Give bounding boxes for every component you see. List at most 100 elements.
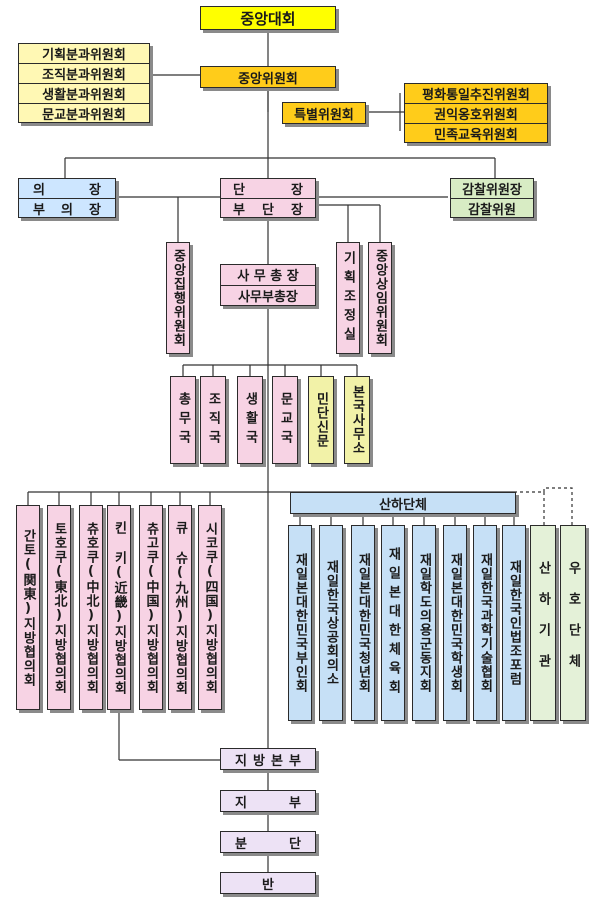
- region-shikoku-box: 시코쿠(四国)지방협의회: [198, 505, 222, 710]
- org-commerce-label: 재일한국상공회의소: [323, 560, 339, 686]
- region-kyushu-box: 큐 슈(九州)지방협의회: [168, 505, 192, 710]
- rights-protection-label: 권익옹호위원회: [434, 107, 518, 123]
- org-women-label: 재일본대한민국부인회: [292, 553, 308, 693]
- vice-leader-row: 부 단 장: [221, 197, 315, 218]
- dept-life-box: 생활국: [237, 376, 263, 464]
- region-kanto-label: 간토(関東)지방협의회: [20, 528, 36, 687]
- dept-hq-office-box: 본국사무소: [344, 376, 370, 464]
- org-youth-label: 재일본대한민국청년회: [355, 553, 371, 693]
- subbranch-box: 분 단: [220, 831, 316, 853]
- dept-organization-box: 조직국: [200, 376, 226, 464]
- planning-office-label: 기획조정실: [340, 250, 356, 346]
- local-hq-char-2: 방: [253, 753, 265, 769]
- special-committee-members: 평화통일추진위원회 권익옹호위원회 민족교육위원회: [404, 83, 548, 143]
- national-education-committee: 민족교육위원회: [405, 122, 547, 143]
- org-legal-label: 재일한국인법조포럼: [506, 560, 522, 686]
- region-tohoku-label: 토호쿠(東北)지방협의회: [51, 521, 67, 694]
- org-women-box: 재일본대한민국부인회: [288, 525, 312, 721]
- vice-chair-char-1: 부: [33, 202, 45, 218]
- life-subcommittee-label: 생활분과위원회: [42, 87, 126, 103]
- vice-leader-char-1: 부: [233, 202, 245, 218]
- central-committee-box: 중앙위원회: [200, 66, 336, 88]
- peace-unification-label: 평화통일추진위원회: [422, 87, 530, 103]
- org-veterans-box: 재일학도의용군동지회: [412, 525, 436, 721]
- dept-hq-office-label: 본국사무소: [349, 385, 365, 455]
- audit-box: 감찰위원장 감찰위원: [450, 178, 534, 218]
- chair-char-1: 의: [33, 182, 45, 198]
- leader-row: 단 장: [221, 179, 315, 198]
- leader-box: 단 장 부 단 장: [220, 178, 316, 218]
- dept-newspaper-box: 민단신문: [308, 376, 334, 464]
- subbranch-char-2: 단: [289, 836, 301, 852]
- org-sports-box: 재일본대한체육회: [381, 525, 405, 721]
- planning-subcommittee-label: 기획분과위원회: [42, 47, 126, 63]
- friendly-groups-label: 우호단체: [565, 561, 581, 685]
- central-standing-label: 중앙상임위원회: [372, 249, 388, 347]
- dept-general-label: 총무국: [175, 391, 191, 449]
- region-chugoku-label: 츄고쿠(中国)지방협의회: [143, 521, 159, 694]
- auditor-label: 감찰위원: [468, 202, 516, 218]
- region-kanto-box: 간토(関東)지방협의회: [16, 505, 40, 710]
- chair-box: 의 장 부 의 장: [18, 178, 116, 218]
- dept-culture-label: 문교국: [277, 391, 293, 449]
- central-congress-box: 중앙대회: [200, 6, 336, 30]
- unit-box: 반: [220, 872, 316, 894]
- leader-char-2: 장: [291, 182, 303, 198]
- special-committee-label: 특별위원회: [294, 107, 354, 123]
- vice-leader-char-3: 장: [291, 202, 303, 218]
- local-hq-char-4: 부: [289, 753, 301, 769]
- branch-char-2: 부: [289, 795, 301, 811]
- branch-char-1: 지: [235, 795, 247, 811]
- dept-life-label: 생활국: [242, 391, 258, 449]
- organization-subcommittee: 조직분과위원회: [19, 62, 149, 83]
- secretary-general-label: 사 무 총 장: [237, 269, 299, 285]
- rights-protection-committee: 권익옹호위원회: [405, 102, 547, 123]
- central-congress-label: 중앙대회: [240, 9, 296, 28]
- dept-newspaper-label: 민단신문: [313, 392, 329, 448]
- organization-subcommittee-label: 조직분과위원회: [42, 67, 126, 83]
- planning-office-box: 기획조정실: [336, 242, 360, 354]
- local-hq-box: 지 방 본 부: [220, 748, 316, 770]
- affiliated-agencies-box: 산하기관: [530, 525, 556, 721]
- org-students-box: 재일본대한민국학생회: [443, 525, 467, 721]
- region-kinki-box: 킨 키(近畿)지방협의회: [107, 505, 131, 710]
- life-subcommittee: 생활분과위원회: [19, 82, 149, 103]
- region-shikoku-label: 시코쿠(四国)지방협의회: [202, 521, 218, 694]
- dept-general-box: 총무국: [170, 376, 196, 464]
- vice-chair-row: 부 의 장: [19, 197, 115, 218]
- region-chugoku-box: 츄고쿠(中国)지방협의회: [139, 505, 163, 710]
- leader-char-1: 단: [233, 182, 245, 198]
- central-standing-box: 중앙상임위원회: [368, 242, 392, 354]
- dept-organization-label: 조직국: [205, 391, 221, 449]
- central-executive-label: 중앙집행위원회: [170, 249, 186, 347]
- chair-char-2: 장: [89, 182, 101, 198]
- org-legal-box: 재일한국인법조포럼: [502, 525, 526, 721]
- auditor-row: 감찰위원: [451, 197, 533, 218]
- org-veterans-label: 재일학도의용군동지회: [416, 553, 432, 693]
- branch-box: 지 부: [220, 790, 316, 812]
- central-executive-box: 중앙집행위원회: [166, 242, 190, 354]
- secretariat-box: 사 무 총 장 사무부총장: [220, 264, 316, 306]
- subcommittee-stack: 기획분과위원회 조직분과위원회 생활분과위원회 문교분과위원회: [18, 43, 150, 123]
- vice-chair-char-2: 의: [61, 202, 73, 218]
- deputy-secretary-row: 사무부총장: [221, 284, 315, 306]
- vice-chair-char-3: 장: [89, 202, 101, 218]
- org-science-box: 재일한국과학기술협회: [473, 525, 497, 721]
- chair-row: 의 장: [19, 179, 115, 198]
- affiliates-header-label: 산하단체: [379, 497, 427, 513]
- region-tohoku-box: 토호쿠(東北)지방협의회: [47, 505, 71, 710]
- org-youth-box: 재일본대한민국청년회: [351, 525, 375, 721]
- culture-subcommittee-label: 문교분과위원회: [42, 107, 126, 123]
- audit-chief-label: 감찰위원장: [462, 182, 522, 198]
- audit-chief-row: 감찰위원장: [451, 179, 533, 198]
- org-sports-label: 재일본대한체육회: [385, 547, 401, 699]
- deputy-secretary-label: 사무부총장: [238, 289, 298, 305]
- culture-subcommittee: 문교분과위원회: [19, 102, 149, 123]
- vice-leader-char-2: 단: [262, 202, 274, 218]
- org-science-label: 재일한국과학기술협회: [477, 553, 493, 693]
- dept-culture-box: 문교국: [272, 376, 298, 464]
- unit-label: 반: [262, 877, 274, 893]
- local-hq-char-1: 지: [235, 753, 247, 769]
- org-commerce-box: 재일한국상공회의소: [319, 525, 343, 721]
- central-committee-label: 중앙위원회: [238, 71, 298, 87]
